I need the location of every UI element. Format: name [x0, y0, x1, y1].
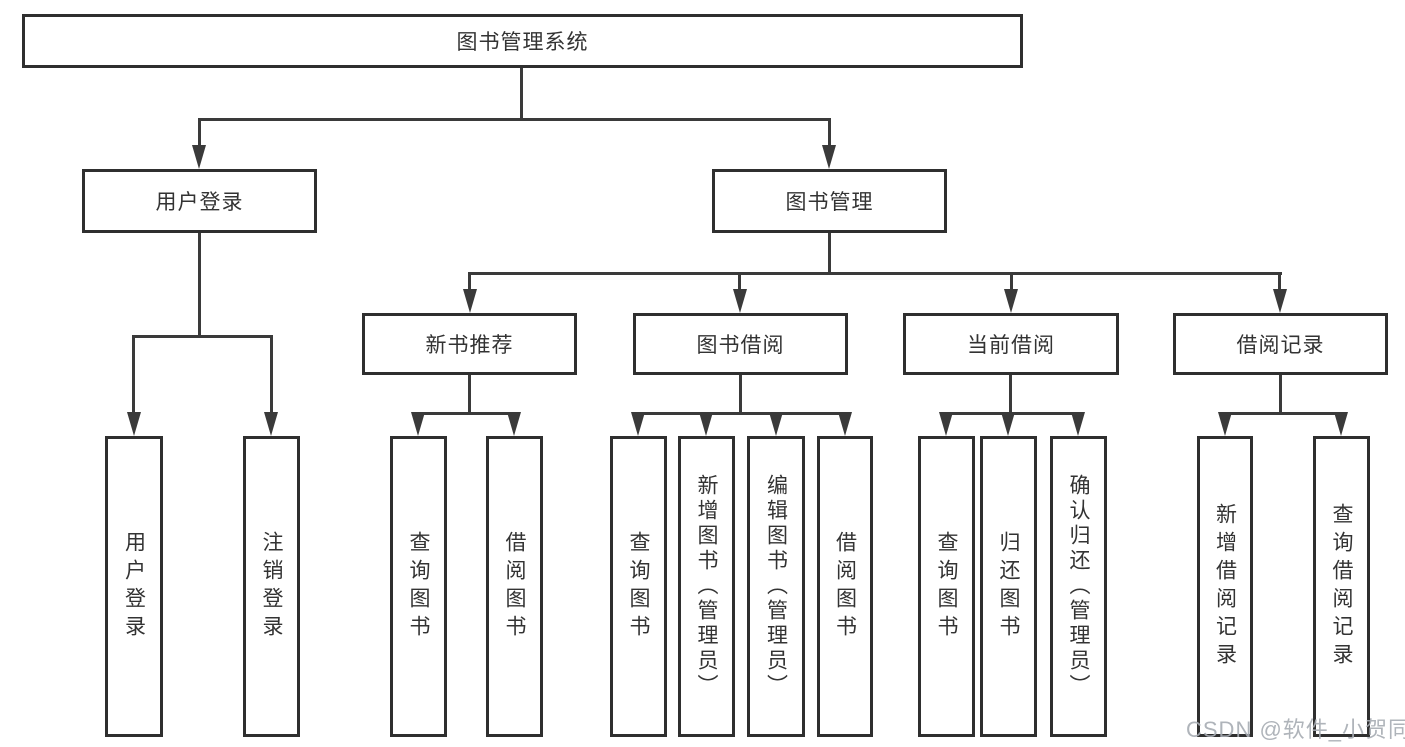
node-label: 借阅记录 — [1236, 334, 1325, 357]
arrow-down-icon — [507, 412, 521, 436]
arrow-down-icon — [838, 412, 852, 436]
connector-drop — [738, 272, 741, 291]
leaf-query-books-1: 查询图书 — [390, 436, 447, 737]
leaf-query-borrow-record: 查询借阅记录 — [1313, 436, 1370, 737]
leaf-edit-book-admin: 编辑图书（管理员） — [747, 436, 805, 737]
leaf-borrow-books-1: 借阅图书 — [486, 436, 543, 737]
arrow-down-icon — [127, 412, 141, 436]
connector-currentborrow-stem — [1009, 375, 1012, 412]
arrow-down-icon — [822, 145, 836, 169]
connector-root-bar — [198, 118, 831, 121]
arrow-down-icon — [192, 145, 206, 169]
connector-borrowrecords-bar — [1223, 412, 1343, 415]
leaf-user-login: 用户登录 — [105, 436, 163, 737]
node-label: 查询图书 — [627, 530, 650, 643]
connector-drop — [1278, 272, 1281, 291]
connector-drop — [132, 335, 135, 414]
leaf-return-book: 归还图书 — [980, 436, 1037, 737]
connector-drop — [468, 272, 471, 291]
leaf-add-borrow-record: 新增借阅记录 — [1197, 436, 1253, 737]
node-label: 查询图书 — [935, 530, 958, 643]
leaf-borrow-books-2: 借阅图书 — [817, 436, 873, 737]
arrow-down-icon — [939, 412, 953, 436]
leaf-query-books-2: 查询图书 — [610, 436, 667, 737]
arrow-down-icon — [463, 289, 477, 313]
node-label: 新书推荐 — [425, 334, 514, 357]
connector-bookborrow-bar — [637, 412, 847, 415]
connector-root-stem — [520, 68, 523, 118]
arrow-down-icon — [1334, 412, 1348, 436]
connector-userlogin-bar — [132, 335, 273, 338]
arrow-down-icon — [264, 412, 278, 436]
connector-bookborrow-stem — [739, 375, 742, 412]
arrow-down-icon — [733, 289, 747, 313]
connector-bookmgmt-stem — [828, 233, 831, 272]
node-borrow-records: 借阅记录 — [1173, 313, 1388, 375]
connector-userlogin-stem — [198, 233, 201, 335]
arrow-down-icon — [769, 412, 783, 436]
node-label: 查询借阅记录 — [1330, 502, 1353, 671]
node-label: 新增图书（管理员） — [695, 474, 718, 699]
leaf-query-books-3: 查询图书 — [918, 436, 975, 737]
node-label: 新增借阅记录 — [1213, 502, 1237, 671]
node-label: 图书借阅 — [696, 334, 785, 357]
node-label: 用户登录 — [155, 191, 244, 214]
node-book-management: 图书管理 — [712, 169, 947, 233]
node-user-login: 用户登录 — [82, 169, 317, 233]
node-label: 借阅图书 — [503, 530, 526, 643]
node-label: 确认归还（管理员） — [1067, 474, 1090, 699]
arrow-down-icon — [411, 412, 425, 436]
leaf-add-book-admin: 新增图书（管理员） — [678, 436, 735, 737]
node-label: 当前借阅 — [967, 334, 1055, 357]
node-label: 查询图书 — [407, 530, 430, 643]
node-new-book-recommend: 新书推荐 — [362, 313, 577, 375]
node-root: 图书管理系统 — [22, 14, 1023, 68]
connector-drop — [828, 118, 831, 148]
node-label: 借阅图书 — [833, 530, 857, 643]
arrow-down-icon — [1273, 289, 1287, 313]
arrow-down-icon — [699, 412, 713, 436]
arrow-down-icon — [1218, 412, 1232, 436]
arrow-down-icon — [1001, 412, 1015, 436]
node-current-borrow: 当前借阅 — [903, 313, 1119, 375]
leaf-confirm-return-admin: 确认归还（管理员） — [1050, 436, 1107, 737]
connector-drop — [270, 335, 273, 414]
csdn-watermark: CSDN @软件_小贺同学 — [1186, 717, 1405, 742]
connector-bookmgmt-bar — [468, 272, 1282, 275]
connector-newbooks-bar — [417, 412, 517, 415]
arrow-down-icon — [1004, 289, 1018, 313]
node-label: 图书管理系统 — [456, 31, 589, 54]
node-label: 编辑图书（管理员） — [764, 474, 788, 699]
arrow-down-icon — [631, 412, 645, 436]
node-book-borrow: 图书借阅 — [633, 313, 848, 375]
arrow-down-icon — [1071, 412, 1085, 436]
connector-drop — [198, 118, 201, 148]
connector-drop — [1010, 272, 1013, 291]
leaf-logout: 注销登录 — [243, 436, 300, 737]
node-label: 注销登录 — [260, 530, 283, 643]
node-label: 归还图书 — [997, 530, 1020, 643]
node-label: 用户登录 — [122, 530, 146, 643]
node-label: 图书管理 — [785, 191, 874, 214]
connector-newbooks-stem — [468, 375, 471, 412]
connector-borrowrecords-stem — [1279, 375, 1282, 412]
